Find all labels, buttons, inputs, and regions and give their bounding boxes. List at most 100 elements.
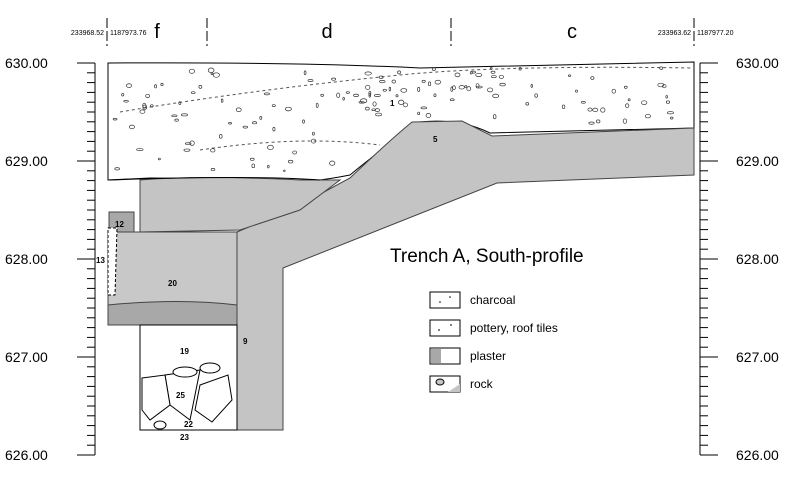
pebble: [123, 100, 129, 103]
rocks: [141, 362, 233, 430]
elevation-axis-right: 630.00 629.00 628.00 627.00 626.00: [699, 55, 779, 463]
pebble: [368, 92, 371, 98]
pebble: [198, 85, 203, 89]
pebble: [518, 67, 522, 71]
pebble: [302, 119, 305, 124]
elev-626-right: 626.00: [736, 447, 779, 463]
pebble: [469, 71, 473, 75]
pebble: [379, 80, 386, 84]
pebble: [669, 116, 674, 120]
pebble: [284, 106, 292, 112]
pebble: [136, 148, 144, 151]
pebble: [661, 84, 667, 89]
pebble: [342, 96, 345, 101]
pebble: [372, 101, 377, 107]
pebble: [365, 84, 371, 90]
pebble: [466, 86, 472, 92]
pebble: [189, 140, 195, 146]
pebble: [310, 138, 317, 144]
legend-charcoal: charcoal: [470, 293, 515, 307]
pebble: [353, 93, 359, 97]
pebble: [188, 68, 195, 74]
pebble: [210, 72, 214, 75]
legend-pottery: pottery, roof tiles: [470, 321, 558, 335]
pebble: [475, 73, 483, 77]
left-coord-a: 233968.52: [71, 30, 104, 37]
pebble: [220, 98, 224, 103]
pebble: [183, 148, 191, 152]
pebble: [139, 109, 146, 114]
pebble: [417, 111, 421, 116]
layer-label-19: 19: [180, 347, 189, 356]
pebble: [388, 86, 392, 92]
pebble: [434, 79, 442, 85]
pebble: [492, 114, 497, 120]
pebble: [588, 121, 595, 125]
pebble: [627, 98, 631, 102]
pebble: [287, 159, 294, 164]
pebble: [395, 94, 399, 98]
pebble: [490, 70, 496, 74]
pebble: [329, 160, 336, 166]
pebble: [421, 79, 426, 83]
pebble: [184, 142, 192, 145]
pebble: [112, 118, 118, 121]
pebble: [219, 134, 223, 139]
pebble: [365, 106, 370, 111]
pebble: [499, 82, 506, 87]
pebble: [375, 112, 382, 117]
pebble: [364, 71, 372, 76]
layer-labels: 1 5 12 13 20 9 19 25 22 23: [96, 99, 438, 442]
section-d: d: [321, 21, 332, 43]
layer-label-9: 9: [243, 337, 248, 346]
layer-20-lower: [107, 301, 238, 326]
pebble: [420, 106, 428, 110]
layer-label-1: 1: [390, 99, 395, 108]
elev-628-right: 628.00: [736, 251, 779, 267]
pebble: [378, 75, 384, 79]
pebble: [425, 113, 432, 118]
pebble: [428, 81, 432, 87]
header: 233968.52 1187973.76 233963.62 1187977.2…: [71, 18, 734, 46]
pebble: [641, 100, 648, 105]
layer-13: [107, 227, 118, 296]
pebble: [592, 107, 599, 112]
pebble: [121, 93, 125, 97]
layer-5-wall: [236, 120, 695, 431]
pebble: [312, 131, 315, 136]
pebble: [666, 111, 674, 115]
pebble: [530, 84, 534, 88]
pebble: [210, 168, 216, 172]
elev-627-right: 627.00: [736, 349, 779, 365]
pebble: [160, 82, 164, 87]
pebble: [397, 70, 401, 75]
pebble: [114, 167, 120, 171]
pebble: [433, 93, 437, 97]
pebble: [611, 88, 616, 94]
pebble: [272, 126, 276, 132]
pebble: [368, 90, 372, 96]
pebble: [249, 157, 255, 161]
pebble: [561, 104, 566, 110]
legend-rock: rock: [470, 377, 494, 391]
profile: [107, 61, 695, 431]
pebble: [210, 148, 216, 153]
pebble: [382, 88, 387, 92]
pebble: [596, 119, 601, 124]
pebble: [336, 92, 341, 98]
pebble: [600, 107, 606, 113]
pebble: [267, 144, 274, 151]
pebble: [391, 79, 396, 84]
pebble: [458, 85, 465, 90]
pebble: [580, 101, 586, 104]
pebble: [373, 94, 381, 97]
elev-628: 628.00: [5, 251, 48, 267]
elev-629: 629.00: [5, 153, 48, 169]
pebble: [417, 86, 421, 92]
layer-label-23: 23: [180, 433, 189, 442]
pebble: [449, 98, 455, 102]
pebble: [587, 107, 593, 112]
pebble: [150, 104, 154, 108]
pebble: [228, 122, 233, 125]
